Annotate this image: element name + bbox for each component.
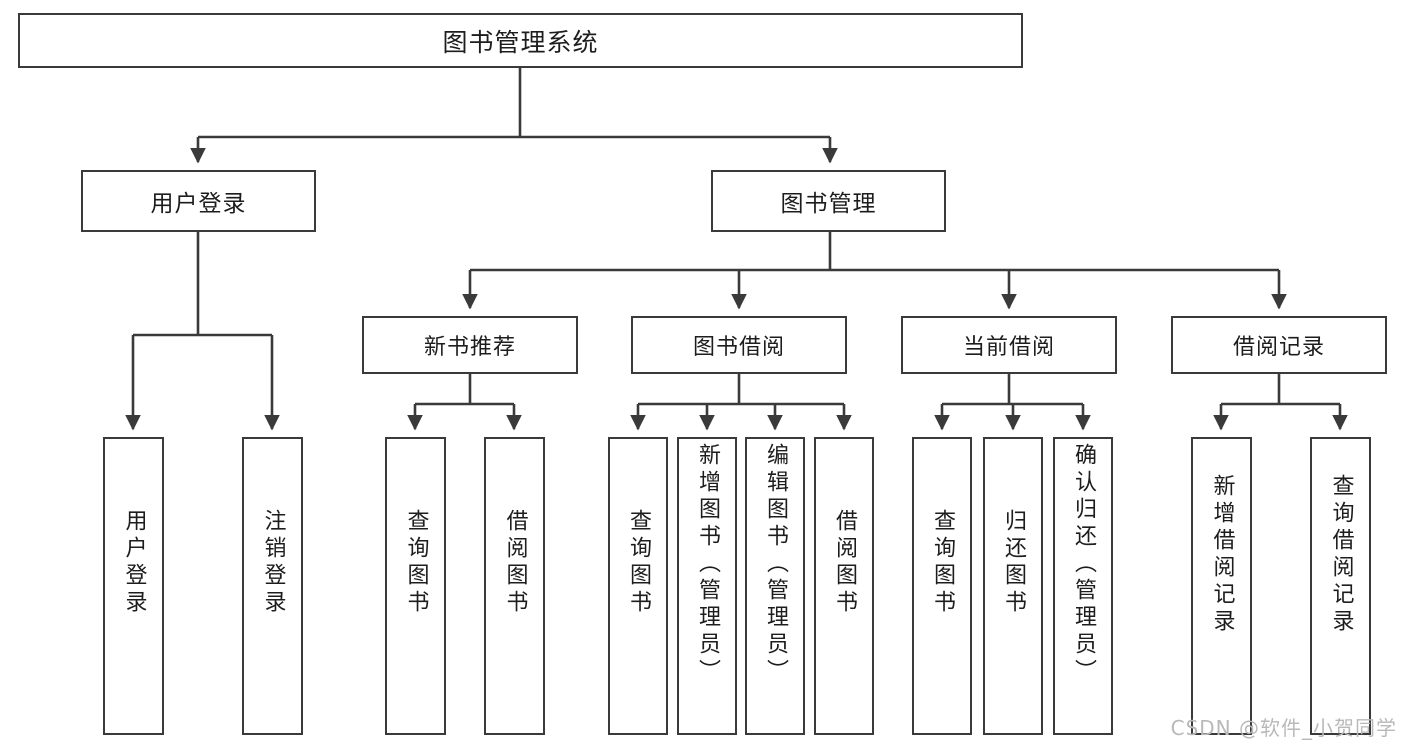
node-root-label: 图书管理系统 — [442, 27, 599, 57]
leaf-add-borrow-record-label: 新增借阅记录 — [1209, 474, 1235, 636]
node-book-manage[interactable]: 图书管理 — [711, 170, 946, 232]
node-book-borrow[interactable]: 图书借阅 — [631, 316, 847, 374]
leaf-query-book-borrow[interactable]: 查询图书 — [608, 437, 668, 735]
node-current-borrow-label: 当前借阅 — [962, 335, 1055, 360]
leaf-borrow-book-borrow[interactable]: 借阅图书 — [814, 437, 874, 735]
leaf-query-book-borrow-label: 查询图书 — [626, 509, 651, 617]
node-root[interactable]: 图书管理系统 — [18, 13, 1023, 68]
leaf-return-book[interactable]: 归还图书 — [983, 437, 1043, 735]
node-borrow-record[interactable]: 借阅记录 — [1171, 316, 1387, 374]
node-new-book-rec-label: 新书推荐 — [423, 335, 516, 360]
leaf-query-book-new-label: 查询图书 — [403, 509, 429, 617]
leaf-query-book-new[interactable]: 查询图书 — [385, 437, 446, 735]
leaf-add-borrow-record[interactable]: 新增借阅记录 — [1191, 437, 1252, 735]
leaf-query-borrow-record-label: 查询借阅记录 — [1328, 474, 1354, 636]
node-user-login-label: 用户登录 — [150, 191, 247, 217]
leaf-add-book-admin[interactable]: 新增图书（管理员） — [677, 437, 737, 735]
leaf-query-book-current-label: 查询图书 — [930, 509, 955, 617]
leaf-query-borrow-record[interactable]: 查询借阅记录 — [1310, 437, 1371, 735]
leaf-borrow-book-new[interactable]: 借阅图书 — [484, 437, 545, 735]
leaf-borrow-book-new-label: 借阅图书 — [502, 509, 528, 617]
leaf-user-login-label: 用户登录 — [121, 509, 147, 617]
csdn-watermark: CSDN @软件_小贺同学 — [1170, 716, 1397, 740]
leaf-logout-login-label: 注销登录 — [260, 509, 286, 617]
leaf-borrow-book-borrow-label: 借阅图书 — [832, 509, 857, 617]
node-new-book-rec[interactable]: 新书推荐 — [362, 316, 578, 374]
leaf-user-login[interactable]: 用户登录 — [103, 437, 164, 735]
node-current-borrow[interactable]: 当前借阅 — [901, 316, 1117, 374]
leaf-confirm-return-admin-label: 确认归还（管理员） — [1071, 443, 1096, 686]
node-book-manage-label: 图书管理 — [780, 191, 877, 217]
node-book-borrow-label: 图书借阅 — [692, 335, 785, 360]
node-borrow-record-label: 借阅记录 — [1232, 335, 1325, 360]
leaf-edit-book-admin-label: 编辑图书（管理员） — [763, 443, 788, 686]
leaf-logout-login[interactable]: 注销登录 — [242, 437, 303, 735]
leaf-confirm-return-admin[interactable]: 确认归还（管理员） — [1053, 437, 1113, 735]
leaf-edit-book-admin[interactable]: 编辑图书（管理员） — [745, 437, 805, 735]
leaf-query-book-current[interactable]: 查询图书 — [912, 437, 972, 735]
leaf-add-book-admin-label: 新增图书（管理员） — [695, 443, 720, 686]
leaf-return-book-label: 归还图书 — [1001, 509, 1026, 617]
node-user-login[interactable]: 用户登录 — [81, 170, 316, 232]
